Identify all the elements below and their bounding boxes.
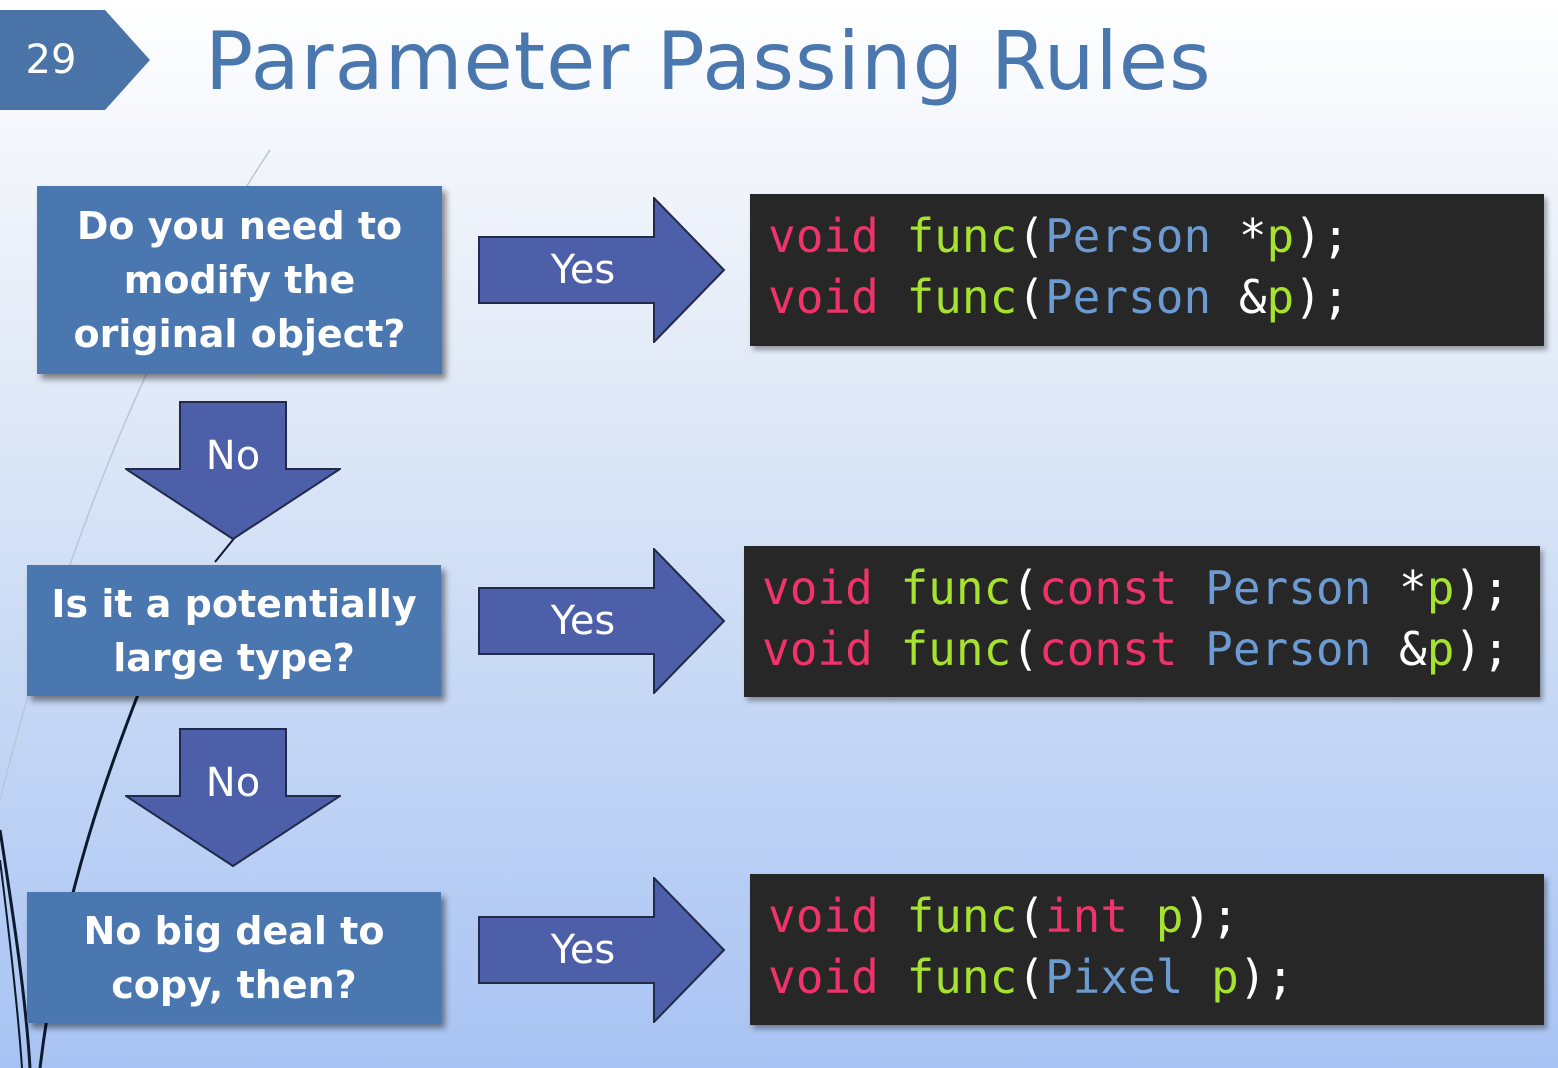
code-token: & bbox=[1211, 270, 1267, 324]
code-token: const bbox=[1038, 622, 1178, 676]
code-token: p bbox=[1155, 889, 1184, 943]
code-block-const-reference: void func(const Person *p);void func(con… bbox=[744, 546, 1540, 697]
code-token bbox=[873, 561, 901, 615]
code-token: ); bbox=[1294, 209, 1350, 263]
code-token bbox=[879, 270, 907, 324]
slide-number: 29 bbox=[25, 37, 77, 83]
code-token bbox=[1128, 889, 1156, 943]
code-token: ( bbox=[1017, 889, 1045, 943]
code-line: void func(const Person &p); bbox=[762, 619, 1540, 680]
no-arrow: No bbox=[125, 728, 341, 868]
code-token: * bbox=[1371, 561, 1427, 615]
code-token: ); bbox=[1454, 561, 1510, 615]
code-token bbox=[1177, 561, 1205, 615]
code-token: ( bbox=[1017, 270, 1045, 324]
no-label: No bbox=[205, 433, 261, 479]
right-arrow-icon bbox=[478, 548, 726, 694]
code-token: void bbox=[762, 561, 873, 615]
code-token: func bbox=[906, 889, 1018, 943]
code-token: Pixel bbox=[1044, 950, 1184, 1004]
code-token: * bbox=[1211, 209, 1267, 263]
code-token: ); bbox=[1183, 889, 1239, 943]
code-token: p bbox=[1266, 209, 1295, 263]
code-token: p bbox=[1426, 622, 1455, 676]
code-token: int bbox=[1044, 889, 1129, 943]
code-line: void func(int p); bbox=[768, 886, 1544, 947]
code-token: func bbox=[906, 209, 1018, 263]
code-token: ( bbox=[1011, 561, 1039, 615]
code-token: p bbox=[1211, 950, 1239, 1004]
no-label: No bbox=[205, 760, 261, 806]
code-line: void func(Person *p); bbox=[768, 206, 1544, 267]
code-token: & bbox=[1371, 622, 1427, 676]
code-token bbox=[1177, 622, 1205, 676]
question-large-type: Is it a potentially large type? bbox=[27, 565, 441, 696]
down-arrow-icon bbox=[125, 401, 341, 541]
code-token: Person bbox=[1205, 561, 1372, 615]
code-token bbox=[1183, 950, 1211, 1004]
code-token: void bbox=[768, 209, 879, 263]
yes-label: Yes bbox=[550, 247, 616, 293]
code-token: ( bbox=[1017, 209, 1045, 263]
code-token: ( bbox=[1011, 622, 1039, 676]
code-token: func bbox=[906, 270, 1018, 324]
code-block-by-value: void func(int p);void func(Pixel p); bbox=[750, 874, 1544, 1025]
code-token: const bbox=[1038, 561, 1178, 615]
code-token: Person bbox=[1044, 209, 1212, 263]
code-token: ); bbox=[1454, 622, 1510, 676]
down-arrow-icon bbox=[125, 728, 341, 868]
right-arrow-icon bbox=[478, 877, 726, 1023]
code-token: Person bbox=[1205, 622, 1372, 676]
code-token: ); bbox=[1238, 950, 1295, 1004]
code-line: void func(Pixel p); bbox=[768, 947, 1544, 1008]
code-token: func bbox=[900, 561, 1012, 615]
code-token: Person bbox=[1044, 270, 1212, 324]
yes-label: Yes bbox=[550, 598, 616, 644]
code-token: ( bbox=[1017, 950, 1045, 1004]
code-line: void func(const Person *p); bbox=[762, 558, 1540, 619]
right-arrow-icon bbox=[478, 197, 726, 343]
code-token: func bbox=[906, 950, 1018, 1004]
code-token: void bbox=[762, 622, 873, 676]
slide-title: Parameter Passing Rules bbox=[205, 15, 1212, 108]
code-token bbox=[879, 889, 907, 943]
code-line: void func(Person &p); bbox=[768, 267, 1544, 328]
question-cheap-copy: No big deal to copy, then? bbox=[27, 892, 441, 1023]
code-token: func bbox=[900, 622, 1012, 676]
yes-arrow: Yes bbox=[478, 548, 726, 694]
no-arrow: No bbox=[125, 401, 341, 541]
code-token bbox=[873, 622, 901, 676]
code-token: ); bbox=[1294, 270, 1350, 324]
code-token: void bbox=[768, 889, 879, 943]
code-token: p bbox=[1266, 270, 1295, 324]
yes-arrow: Yes bbox=[478, 877, 726, 1023]
code-token: p bbox=[1426, 561, 1455, 615]
code-token bbox=[879, 950, 907, 1004]
question-modify-original: Do you need to modify the original objec… bbox=[37, 186, 442, 374]
yes-arrow: Yes bbox=[478, 197, 726, 343]
code-token: void bbox=[768, 270, 879, 324]
yes-label: Yes bbox=[550, 927, 616, 973]
code-token bbox=[879, 209, 907, 263]
code-token: void bbox=[768, 950, 879, 1004]
code-block-reference: void func(Person *p);void func(Person &p… bbox=[750, 194, 1544, 346]
